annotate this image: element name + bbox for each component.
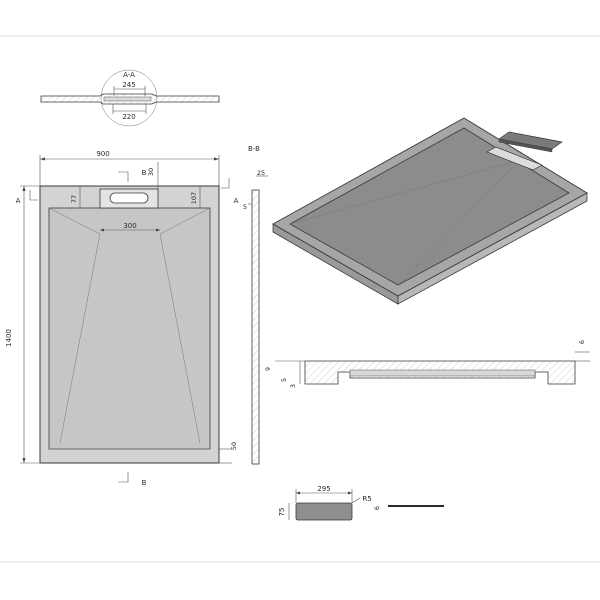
tray-surface: [48, 207, 211, 450]
dim-grate-height: 75: [278, 508, 286, 517]
dim-length: 1400: [5, 329, 13, 347]
plan-view: 900 1400 300 77 30 107 A A: [5, 150, 239, 487]
marker-a-right: A: [234, 197, 239, 205]
marker-a-left: A: [16, 197, 21, 205]
dim-bb-small: 5: [243, 203, 247, 211]
marker-b-top: B: [142, 169, 147, 177]
section-aa-label: A-A: [123, 71, 135, 79]
dim-drain-offset-left: 77: [70, 195, 78, 203]
dim-drain-depth: 30: [147, 168, 155, 176]
slope-line-diag-left: [48, 207, 101, 235]
section-bb-label: B-B: [248, 145, 260, 153]
section-bb-profile: [251, 189, 260, 465]
slope-line-left: [59, 233, 101, 444]
side-profile-view: 9 5 3 6: [264, 340, 590, 388]
side-profile-drain: [349, 369, 536, 377]
dim-bb-thickness: 25: [257, 169, 265, 177]
isometric-view: [272, 117, 588, 305]
slope-line-diag-right: [159, 207, 211, 235]
dim-grate-radius: R5: [362, 495, 371, 503]
dim-drain-width: 300: [123, 222, 136, 230]
dim-rim-bottom: 50: [230, 442, 238, 450]
section-bb-view: B-B 25 5: [243, 145, 268, 465]
marker-b-bottom: B: [142, 479, 147, 487]
dim-section-aa-bottom: 220: [122, 113, 135, 121]
dim-width: 900: [96, 150, 109, 158]
dim-drain-offset-right: 107: [190, 192, 198, 204]
grate-detail-body: [295, 502, 353, 521]
dim-grate-thickness: 6: [373, 506, 381, 510]
section-aa-view: A-A 245 220: [40, 69, 220, 127]
grate-detail-view: 295 75 R5 6: [278, 485, 444, 521]
section-aa-drain: [103, 96, 152, 102]
iso-drain-slot: [486, 146, 543, 171]
dim-section-aa-top: 245: [122, 81, 135, 89]
dim-grate-width: 295: [317, 485, 330, 493]
slope-line-right: [159, 233, 201, 444]
drain-grate: [109, 192, 149, 204]
iso-grate-side: [498, 138, 553, 153]
dim-profile-six: 6: [578, 340, 586, 344]
dim-profile-three: 3: [289, 384, 297, 388]
iso-tray-surface: [289, 127, 570, 286]
dim-profile-five: 5: [280, 378, 288, 382]
dim-profile-nine: 9: [264, 367, 272, 371]
